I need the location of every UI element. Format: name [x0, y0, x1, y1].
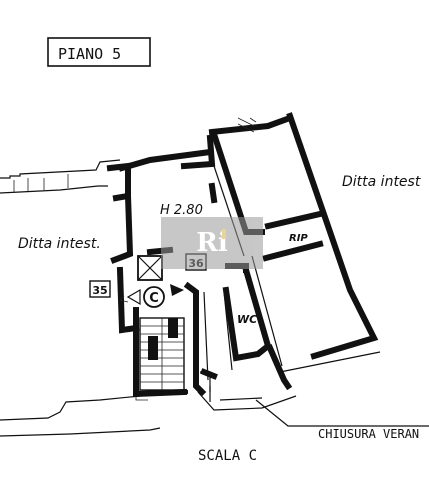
stair-handrail-post — [168, 318, 178, 338]
stair-symbol: C — [119, 284, 184, 308]
left-building-outline — [0, 159, 161, 437]
triangle-left-icon — [126, 288, 141, 306]
closure-label: CHIUSURA VERAN — [318, 427, 419, 441]
stair-label: SCALA C — [198, 448, 257, 464]
unit-number-left: 35 — [92, 284, 107, 297]
closure-leader-line — [255, 399, 429, 427]
stair-handrail-post — [148, 336, 158, 360]
lift-shaft — [137, 255, 163, 281]
room-label-bathroom: WC — [237, 313, 257, 326]
ceiling-height-label: H 2.80 — [160, 203, 203, 218]
watermark-logo: Ri — [161, 217, 263, 269]
triangle-right-icon — [170, 284, 184, 296]
unit-number-box-left — [89, 280, 111, 298]
stair-circle — [143, 286, 165, 308]
watermark-accent-mark — [222, 229, 226, 239]
room-label-ripostiglio: RIP — [289, 233, 308, 244]
floor-label-box — [47, 37, 151, 67]
stair-letter: C — [149, 291, 159, 306]
neighbor-label-right: Ditta intest — [342, 174, 421, 190]
neighbor-label-left: Ditta intest. — [18, 236, 101, 252]
staircase — [133, 317, 211, 397]
floor-label: PIANO 5 — [58, 45, 121, 63]
